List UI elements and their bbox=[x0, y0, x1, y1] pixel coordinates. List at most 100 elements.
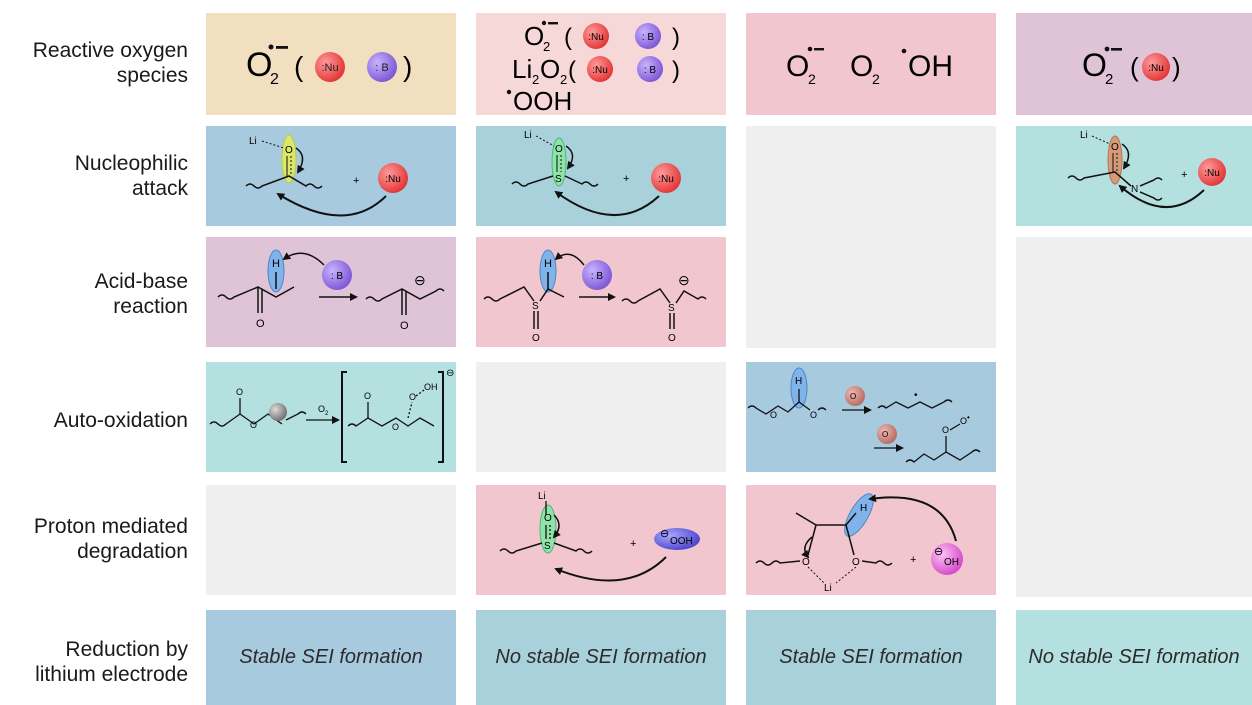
carbon-frame bbox=[795, 512, 857, 526]
paren-open: ( bbox=[564, 24, 572, 51]
ros-col1-drawing: O 2 ( :Nu : B ) bbox=[246, 44, 412, 88]
ether-backbone bbox=[747, 401, 811, 415]
negative-charge-bar bbox=[276, 46, 288, 49]
row-label-nucleophilic-line1: Nucleophilic bbox=[74, 152, 188, 175]
o-atom: O bbox=[555, 144, 563, 155]
superoxide-subscript: 2 bbox=[325, 411, 329, 417]
amide-backbone bbox=[1067, 171, 1132, 187]
sei-col3: Stable SEI formation bbox=[746, 610, 996, 705]
oo-bond bbox=[415, 389, 425, 397]
o-atom: O bbox=[392, 422, 399, 432]
negative-charge-bar bbox=[1111, 48, 1122, 51]
superoxide-symbol: O bbox=[246, 46, 272, 84]
lithium-peroxide-sub1: 2 bbox=[532, 72, 539, 87]
nucleophile-label: :Nu bbox=[588, 32, 604, 43]
n-lower-chain bbox=[1139, 191, 1163, 201]
sei-col3-text: Stable SEI formation bbox=[779, 646, 963, 668]
row-label-acid-base-line1: Acid-base bbox=[94, 270, 188, 293]
row-label-auto-oxidation-line1: Auto-oxidation bbox=[53, 409, 188, 432]
proton-col3-drawing: H O O Li + ⊖ OH bbox=[755, 493, 963, 594]
paren-open: ( bbox=[1130, 52, 1139, 82]
ros-col3-drawing: O 2 O 2 OH bbox=[786, 46, 953, 87]
hydroperoxide-charge: ⊖ bbox=[660, 528, 669, 540]
li-coordination bbox=[261, 140, 285, 149]
lithium-peroxide-li: Li bbox=[512, 54, 532, 84]
cell-acid-base-col4 bbox=[1016, 237, 1252, 597]
cell-ros-col3: O 2 O 2 OH bbox=[746, 13, 996, 115]
o-atom: O bbox=[256, 318, 265, 330]
s-atom: S bbox=[555, 174, 562, 185]
n-atom: N bbox=[1131, 184, 1138, 195]
c-o-right bbox=[845, 524, 855, 556]
ether-tail bbox=[817, 407, 827, 411]
sei-col2-text: No stable SEI formation bbox=[495, 646, 707, 668]
plus-sign: + bbox=[1181, 169, 1187, 181]
nucleophilic-col2-drawing: Li O S + :Nu bbox=[511, 130, 681, 216]
radical-dot bbox=[807, 46, 813, 52]
curved-arrow bbox=[565, 145, 575, 170]
sei-col4-text: No stable SEI formation bbox=[1028, 646, 1240, 668]
oxygen-sphere bbox=[877, 424, 897, 444]
superoxide-subscript: 2 bbox=[543, 39, 550, 54]
peroxyl-bond bbox=[407, 401, 413, 419]
base-label: : B bbox=[642, 32, 655, 43]
li-atom: Li bbox=[524, 130, 532, 141]
auto-oxidation-col1-drawing: O O O 2 ⊖ O O O OH bbox=[209, 368, 454, 463]
cell-nucleophilic-col2: Li O S + :Nu bbox=[476, 126, 726, 226]
enolate-backbone bbox=[365, 288, 445, 302]
sulfoxide-left-chain bbox=[499, 542, 543, 554]
h-atom: H bbox=[860, 503, 867, 514]
oh-label: OH bbox=[424, 382, 438, 392]
carbanion-charge: ⊖ bbox=[414, 272, 426, 288]
cell-ros-col1: O 2 ( :Nu : B ) bbox=[206, 13, 456, 115]
nucleophile-sphere bbox=[378, 163, 408, 193]
radical-dot: • bbox=[967, 413, 970, 422]
base-label: : B bbox=[375, 62, 388, 74]
acid-base-col1-drawing: H O : B O ⊖ bbox=[217, 249, 445, 332]
li-atom: Li bbox=[249, 136, 257, 147]
curved-arrow bbox=[801, 536, 813, 559]
row-label-nucleophilic: Nucleophilic attack bbox=[0, 151, 188, 201]
radical-backbone bbox=[347, 417, 435, 427]
proton-abstraction-arrow bbox=[868, 494, 957, 542]
cell-ros-col2: O 2 ( :Nu : B ) Li 2 O 2 ( :Nu : B ) OOH bbox=[476, 13, 726, 115]
bracket-left bbox=[341, 371, 347, 463]
base-sphere bbox=[322, 260, 352, 290]
base-sphere bbox=[582, 260, 612, 290]
hydroxide-charge: ⊖ bbox=[934, 546, 943, 558]
radical-dot bbox=[901, 48, 907, 54]
sei-col1-text: Stable SEI formation bbox=[239, 646, 423, 668]
hydroxide-sphere bbox=[931, 543, 963, 575]
o-atom: O bbox=[960, 416, 967, 426]
cell-acid-base-col2: H S O : B S O ⊖ bbox=[476, 237, 726, 347]
nucleophile-sphere bbox=[651, 163, 681, 193]
alpha-h-highlight bbox=[539, 249, 557, 293]
paren-open: ( bbox=[294, 51, 304, 82]
o-atom: O bbox=[1111, 142, 1119, 153]
lithium-peroxide-o: O bbox=[540, 54, 560, 84]
radical-product bbox=[877, 399, 953, 409]
cell-acid-base-col1: H O : B O ⊖ bbox=[206, 237, 456, 347]
row-label-reduction-line2: lithium electrode bbox=[35, 663, 188, 686]
li-coordination-left bbox=[807, 566, 825, 584]
superoxide-subscript: 2 bbox=[808, 71, 816, 87]
o-atom: O bbox=[400, 320, 409, 332]
right-chain bbox=[861, 560, 893, 566]
bracket-right bbox=[438, 371, 444, 463]
row-label-ros: Reactive oxygen species bbox=[0, 38, 188, 88]
nucleophile-label: :Nu bbox=[1204, 168, 1220, 179]
o-atom: O bbox=[802, 557, 810, 568]
cell-nucleophilic-col3 bbox=[746, 126, 996, 348]
row-label-proton-line1: Proton mediated bbox=[33, 515, 188, 538]
cell-proton-col3: H O O Li + ⊖ OH bbox=[746, 485, 996, 595]
hydroperoxide-label: OOH bbox=[670, 536, 693, 547]
proton-col2-drawing: Li O S + ⊖ OOH bbox=[499, 491, 700, 582]
o-atom: O bbox=[285, 145, 293, 156]
hydroxyl-label: OH bbox=[908, 50, 953, 83]
cell-nucleophilic-col1: Li O + :Nu bbox=[206, 126, 456, 226]
curved-arrow bbox=[552, 514, 561, 539]
h-atom: H bbox=[795, 376, 802, 387]
sulfoxide-highlight bbox=[551, 137, 567, 187]
superoxide-subscript: 2 bbox=[270, 71, 279, 88]
row-label-acid-base-line2: reaction bbox=[113, 295, 188, 318]
